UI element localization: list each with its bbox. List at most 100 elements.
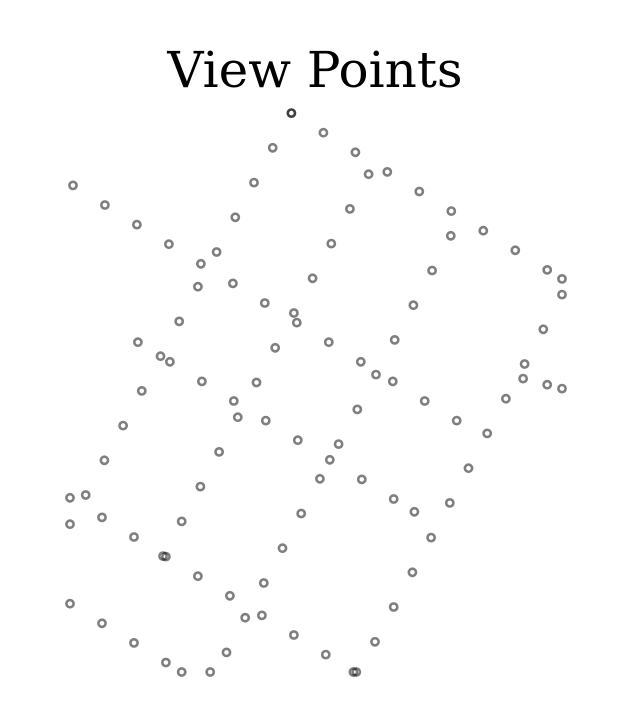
scatter-point — [318, 127, 329, 138]
scatter-point — [65, 492, 75, 503]
scatter-point — [500, 393, 511, 404]
scatter-point — [557, 289, 567, 300]
scatter-point — [370, 636, 380, 647]
scatter-point — [326, 238, 337, 249]
scatter-point — [350, 147, 361, 158]
scatter-point — [277, 543, 288, 554]
scatter-point — [163, 239, 174, 250]
scatter-point — [160, 657, 171, 668]
scatter-point — [371, 369, 381, 380]
scatter-point — [286, 108, 297, 118]
scatter-point — [196, 376, 207, 387]
scatter-point — [478, 225, 489, 236]
scatter-point — [99, 455, 110, 466]
scatter-point — [230, 212, 241, 223]
scatter-point — [296, 508, 307, 519]
scatter-point — [355, 356, 366, 367]
scatter-point — [348, 667, 359, 677]
scatter-point — [211, 247, 222, 257]
scatter-point — [292, 435, 303, 446]
scatter-point — [356, 474, 367, 485]
scatter-point — [195, 258, 206, 269]
scatter-point — [155, 351, 166, 362]
scatter-point — [267, 142, 278, 153]
scatter-point — [363, 169, 374, 180]
scatter-point — [307, 273, 318, 284]
scatter-point — [389, 334, 400, 345]
scatter-point — [205, 667, 216, 677]
chart-title: View Points — [167, 41, 463, 99]
scatter-point — [542, 379, 553, 390]
scatter-point — [249, 177, 259, 188]
scatter-point — [251, 377, 262, 388]
scatter-point — [97, 618, 107, 629]
scatter-point — [324, 454, 335, 465]
scatter-point — [382, 166, 393, 177]
scatter-point — [557, 273, 567, 284]
scatter-point — [68, 180, 78, 191]
scatter-point — [192, 281, 203, 292]
scatter-point — [228, 396, 239, 406]
scatter-point — [426, 532, 436, 543]
scatter-point — [164, 356, 175, 367]
scatter-point — [176, 667, 187, 677]
scatter-point — [256, 610, 267, 621]
scatter-point — [131, 219, 142, 230]
scatter-point — [65, 598, 75, 609]
scatter-point — [176, 516, 187, 527]
scatter-point — [291, 317, 302, 328]
scatter-point — [227, 278, 238, 289]
scatter-point — [288, 308, 299, 318]
scatter-point — [519, 359, 530, 369]
scatter-point — [97, 512, 107, 523]
scatter-point — [333, 439, 344, 449]
scatter-point — [388, 602, 399, 612]
scatter-point — [129, 532, 139, 542]
scatter-point — [221, 647, 232, 658]
scatter-point — [214, 446, 224, 457]
scatter-points — [65, 108, 567, 677]
scatter-point — [195, 481, 206, 492]
scatter-point — [288, 630, 299, 640]
scatter-point — [100, 200, 110, 210]
scatter-point — [240, 612, 251, 623]
scatter-point — [323, 337, 334, 348]
scatter-point — [482, 428, 493, 439]
scatter-point — [463, 463, 474, 474]
scatter-point — [451, 415, 462, 426]
scatter-point — [518, 373, 528, 384]
scatter-point — [446, 206, 457, 216]
scatter-point — [118, 420, 128, 431]
scatter-point — [232, 412, 243, 423]
scatter-point — [387, 376, 398, 387]
scatter-point — [427, 265, 437, 276]
scatter-point — [65, 519, 75, 530]
scatter-point — [132, 337, 143, 348]
scatter-point — [445, 230, 456, 241]
scatter-point — [444, 497, 455, 508]
scatter-point — [320, 649, 331, 660]
scatter-point — [407, 567, 418, 578]
scatter-point — [260, 415, 271, 426]
scatter-point — [314, 473, 325, 484]
scatter-point — [388, 494, 399, 504]
scatter-point — [408, 300, 419, 311]
scatter-point — [542, 264, 553, 275]
scatter-point — [258, 578, 269, 588]
scatter-point — [270, 342, 281, 353]
scatter-point — [510, 245, 521, 256]
scatter-point — [409, 506, 420, 517]
scatter-point — [414, 186, 425, 197]
scatter-point — [174, 316, 185, 327]
scatter-point — [224, 590, 235, 601]
scatter-point — [136, 385, 147, 396]
scatter-point — [344, 203, 355, 214]
scatter-point — [352, 404, 363, 415]
scatter-point — [160, 551, 171, 562]
scatter-point — [259, 298, 270, 308]
scatter-point — [538, 324, 549, 335]
scatter-point — [557, 383, 567, 394]
scatter-point — [80, 490, 91, 500]
scatter-point — [419, 396, 430, 406]
